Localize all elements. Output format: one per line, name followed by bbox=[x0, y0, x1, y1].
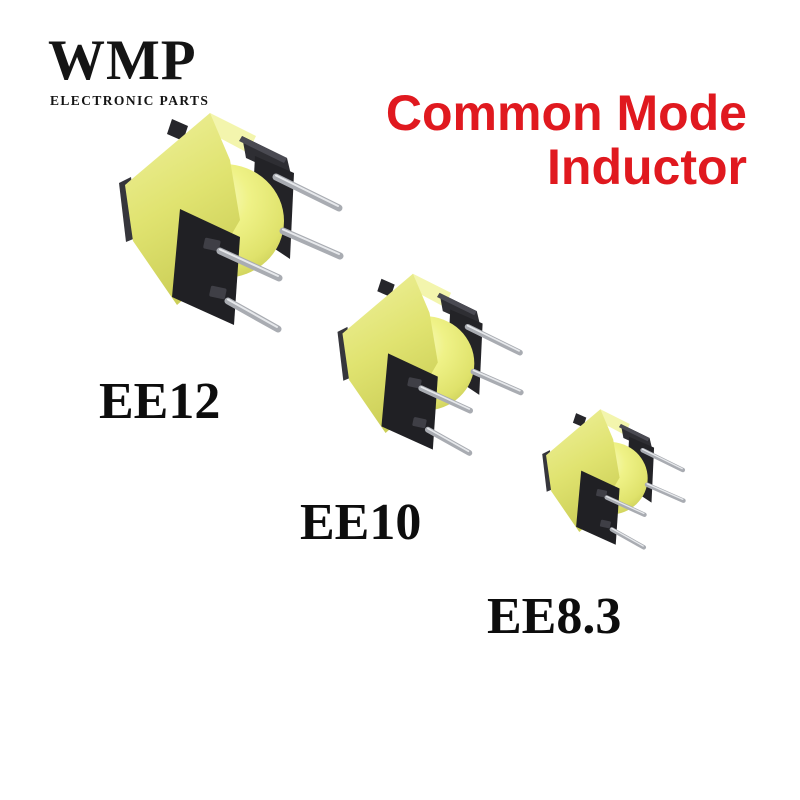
inductor-photo-ee10 bbox=[335, 272, 534, 463]
headline-line2: Inductor bbox=[547, 139, 747, 195]
part-label-ee8-3: EE8.3 bbox=[487, 588, 622, 645]
inductor-photo-ee12 bbox=[116, 111, 356, 341]
headline-line1: Common Mode bbox=[385, 85, 747, 141]
headline: Common Mode Inductor bbox=[386, 86, 747, 194]
part-label-ee12: EE12 bbox=[99, 373, 221, 430]
part-label-ee10: EE10 bbox=[300, 494, 422, 551]
inductor-photo-ee8-3 bbox=[540, 408, 694, 555]
brand-tagline: ELECTRONIC PARTS bbox=[50, 93, 210, 108]
brand-name: WMP bbox=[48, 29, 197, 92]
brand-logo: WMP ELECTRONIC PARTS bbox=[48, 32, 209, 109]
